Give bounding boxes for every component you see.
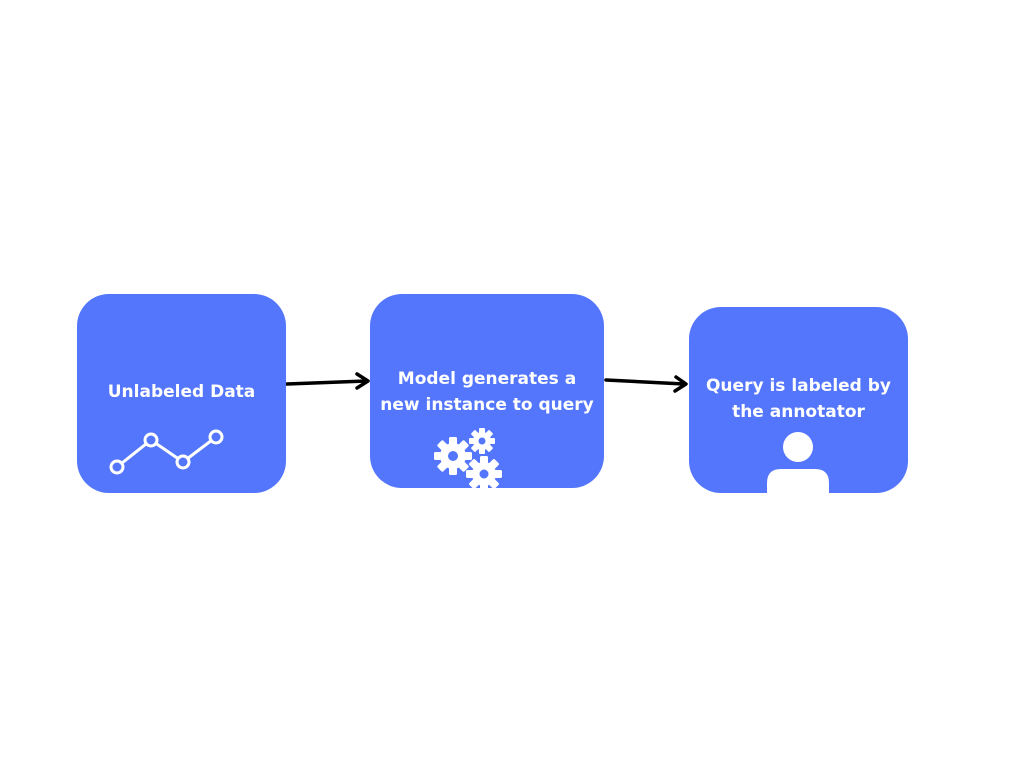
node-model-generates-instance: Model generates a new instance to query [370, 294, 604, 488]
node-label-unlabeled-data: Unlabeled Data [107, 382, 256, 402]
node-label-query-labeled-by-annotator: Query is labeled by the annotator [705, 376, 892, 422]
arrow-unlabeled-data-to-model [285, 372, 370, 390]
person-icon [767, 432, 829, 493]
arrow-model-to-annotator [604, 375, 688, 393]
line-chart-icon [109, 429, 224, 475]
node-unlabeled-data: Unlabeled Data [77, 294, 286, 493]
node-query-labeled-by-annotator: Query is labeled by the annotator [689, 307, 908, 493]
node-label-model-generates-instance: Model generates a new instance to query [380, 369, 594, 415]
gears-icon [434, 428, 502, 488]
